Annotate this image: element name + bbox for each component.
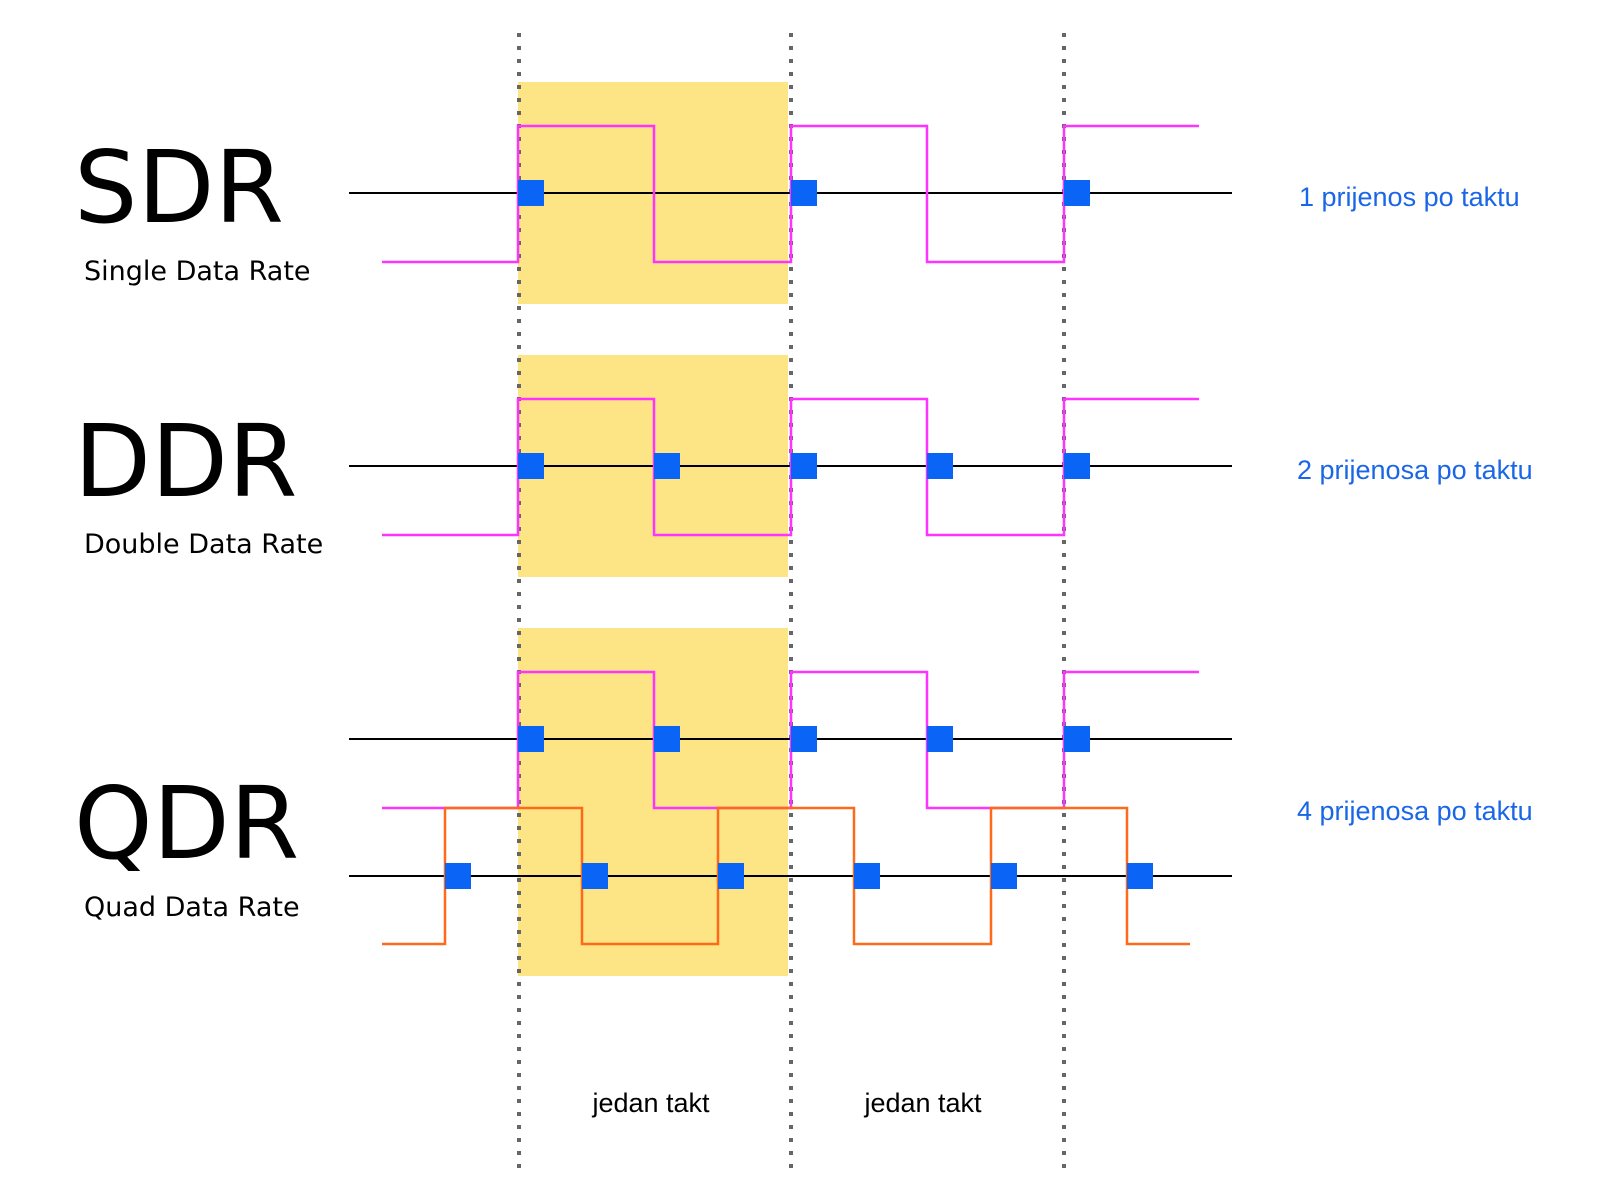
- sample-point: [927, 453, 953, 479]
- clock-edge-dividers: [517, 33, 1066, 1175]
- clock-waveforms: [382, 124, 1199, 946]
- qdr-title: QDR: [74, 765, 299, 882]
- qdr-subtitle: Quad Data Rate: [84, 892, 300, 923]
- sample-point: [854, 863, 880, 889]
- sample-point: [1064, 453, 1090, 479]
- sample-point: [791, 453, 817, 479]
- qdr-shifted-clock-wave: [382, 806, 1190, 946]
- sample-point: [927, 726, 953, 752]
- sample-points: [445, 180, 1153, 889]
- sample-point: [582, 863, 608, 889]
- qdr-rate-label: 4 prijenosa po taktu: [1297, 796, 1533, 826]
- sample-point: [1064, 180, 1090, 206]
- ddr-subtitle: Double Data Rate: [84, 529, 323, 560]
- ddr-rate-label: 2 prijenosa po taktu: [1297, 455, 1533, 485]
- sample-point: [654, 726, 680, 752]
- sample-point: [791, 180, 817, 206]
- sample-point: [1127, 863, 1153, 889]
- period-label: jedan takt: [591, 1088, 710, 1118]
- sdr-rate-label: 1 prijenos po taktu: [1299, 182, 1520, 212]
- sample-point: [518, 180, 544, 206]
- sample-point: [791, 726, 817, 752]
- sdr-title: SDR: [74, 129, 284, 246]
- sample-point: [991, 863, 1017, 889]
- sample-point: [445, 863, 471, 889]
- sample-point: [1064, 726, 1090, 752]
- sample-point: [518, 453, 544, 479]
- period-label: jedan takt: [863, 1088, 982, 1118]
- ddr-title: DDR: [74, 403, 298, 520]
- sample-point: [654, 453, 680, 479]
- sdr-subtitle: Single Data Rate: [84, 256, 311, 287]
- sample-point: [518, 726, 544, 752]
- sample-point: [718, 863, 744, 889]
